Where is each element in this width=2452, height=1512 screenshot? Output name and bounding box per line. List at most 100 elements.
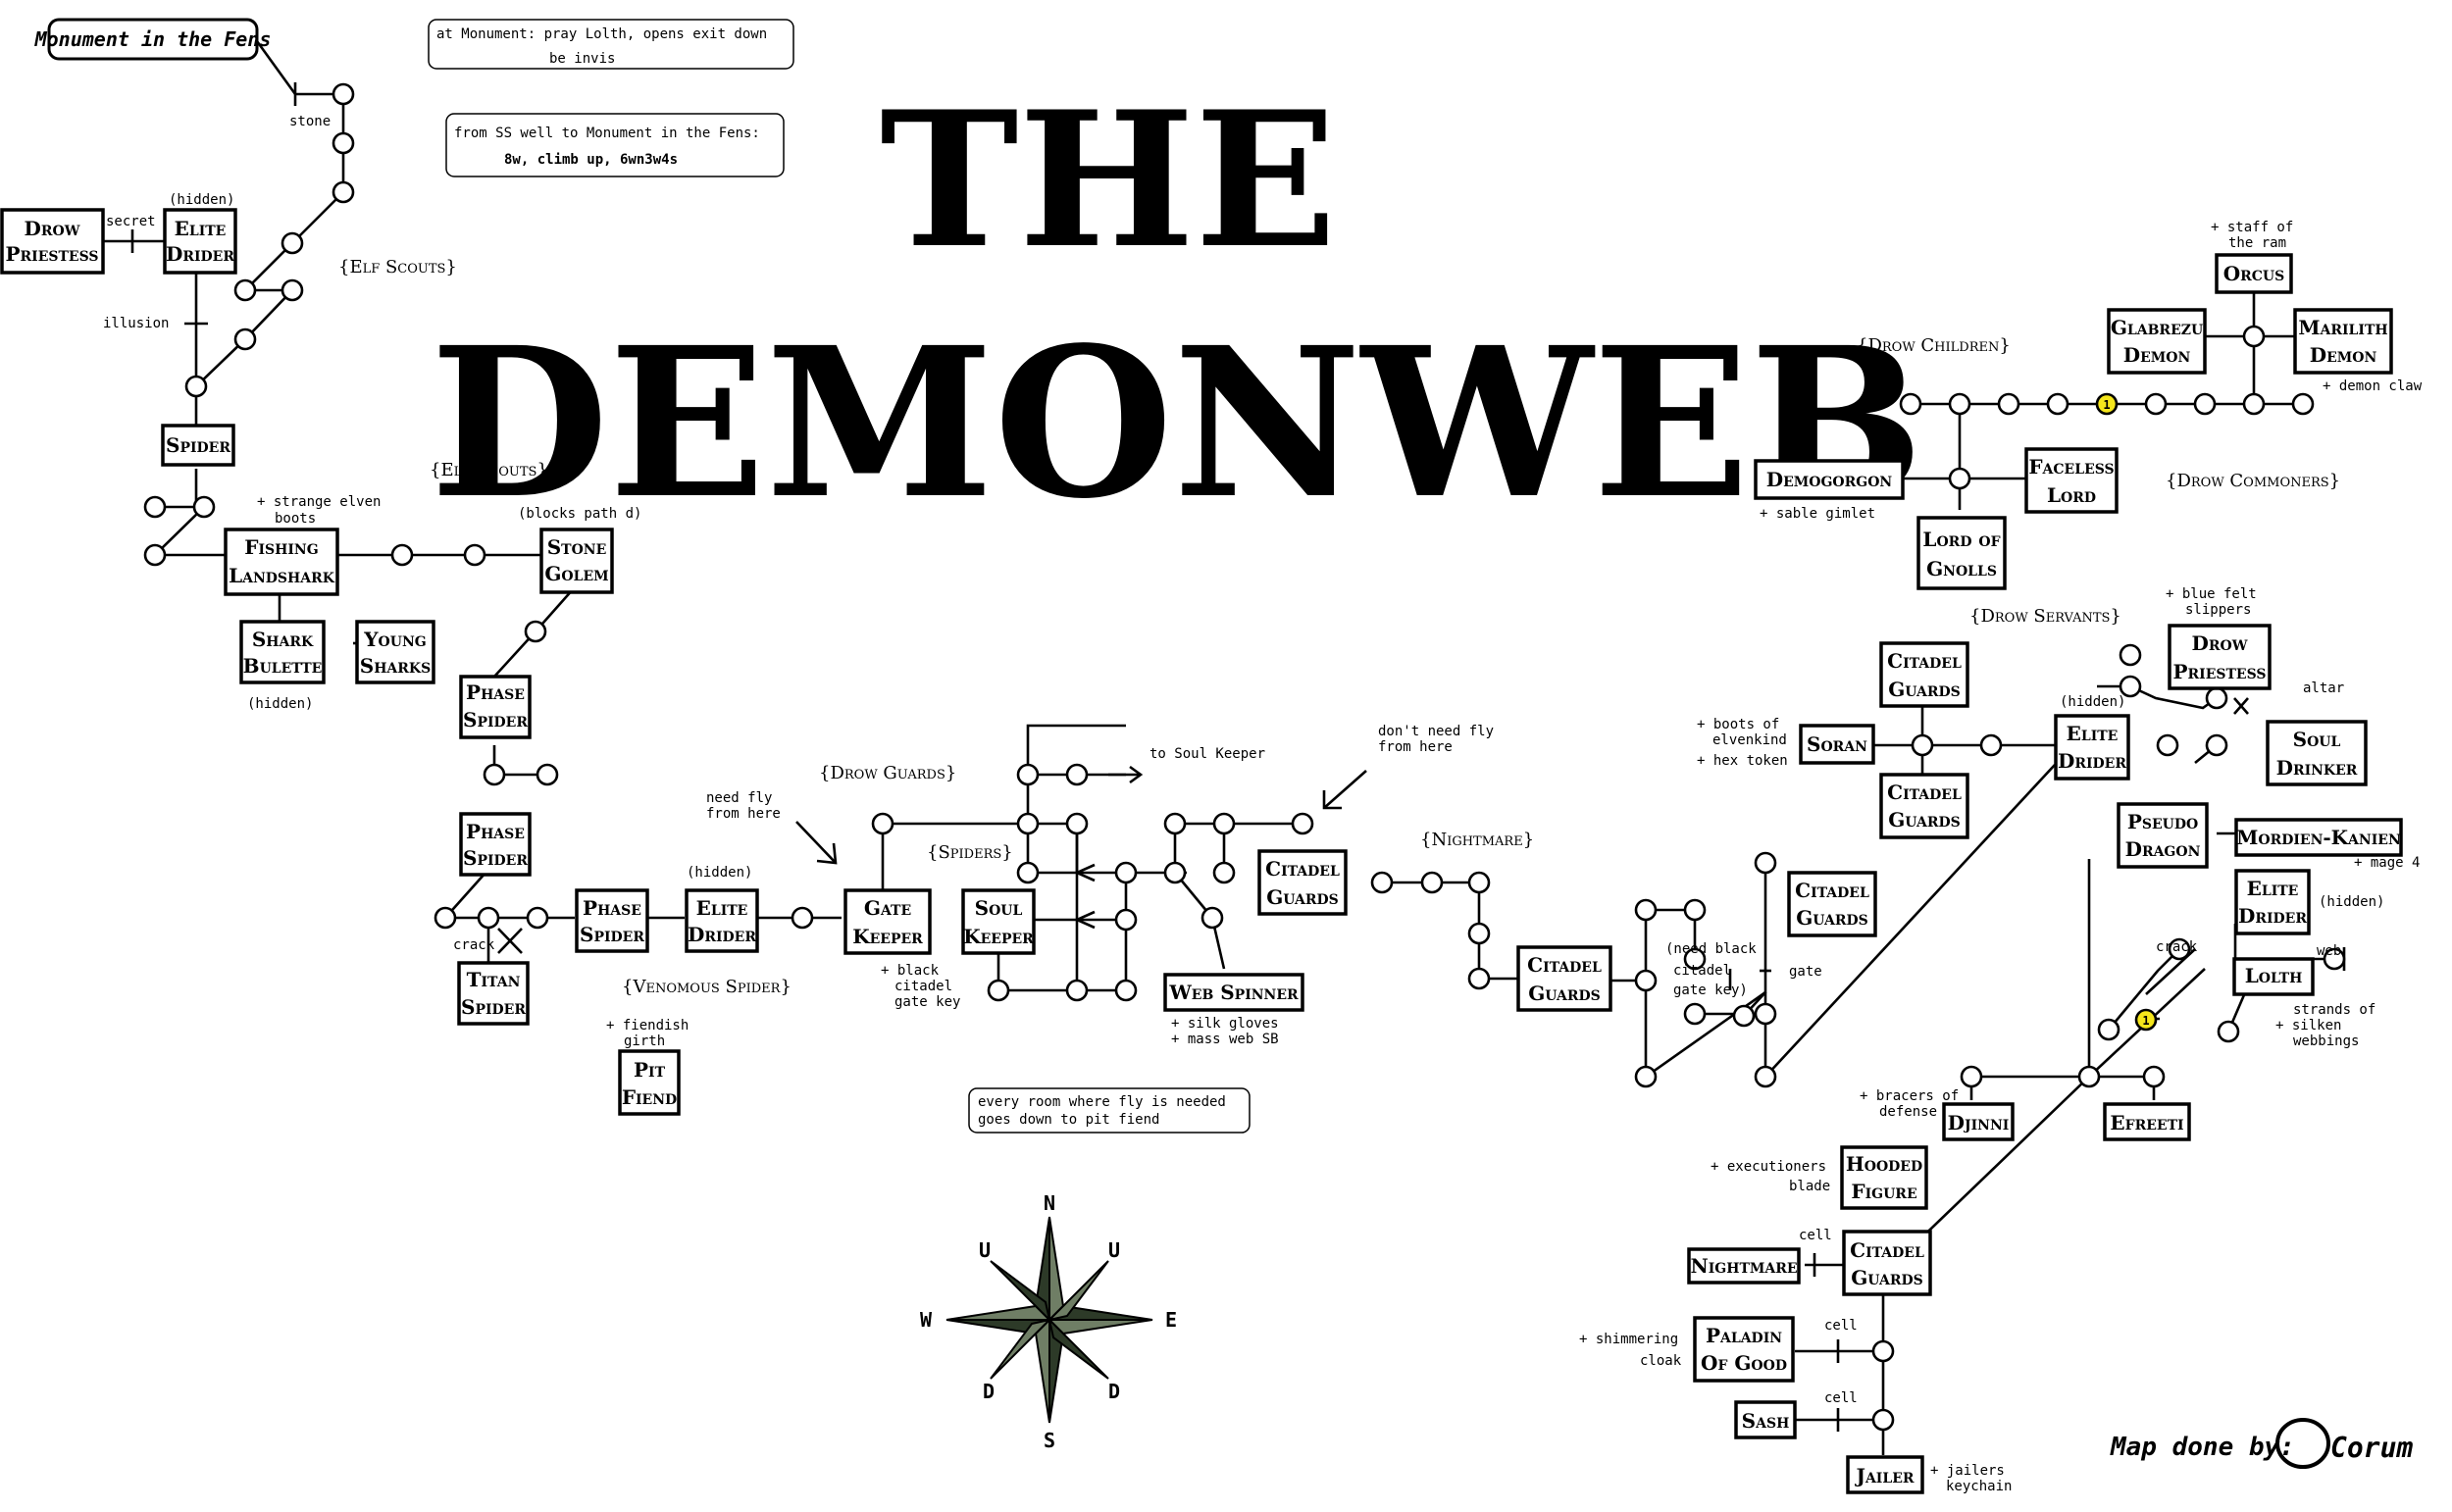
room-dot[interactable] xyxy=(1997,392,2020,416)
room-dot[interactable] xyxy=(2291,392,2315,416)
room-dot[interactable] xyxy=(1634,969,1658,992)
room-dot[interactable] xyxy=(332,131,355,155)
room-dot[interactable] xyxy=(1420,871,1444,894)
room-sash[interactable]: Sash xyxy=(1734,1400,1797,1439)
room-dot[interactable] xyxy=(2077,1065,2101,1088)
room-dot[interactable] xyxy=(1291,812,1314,835)
room-dot[interactable] xyxy=(2323,947,2346,971)
room-dot[interactable] xyxy=(2119,675,2142,698)
room-dot[interactable] xyxy=(143,543,167,567)
room-dot[interactable] xyxy=(1871,1339,1895,1363)
room-soran[interactable]: Soran xyxy=(1799,724,1875,765)
room-dot[interactable] xyxy=(1948,392,1971,416)
room-mordien-kanien[interactable]: Mordien-Kanien xyxy=(2234,818,2403,857)
room-dot[interactable] xyxy=(2168,937,2191,961)
room-dot[interactable] xyxy=(1754,851,1777,875)
room-dot[interactable] xyxy=(332,82,355,106)
room-djinni[interactable]: Djinni xyxy=(1942,1102,2015,1141)
room-dot[interactable] xyxy=(1683,1002,1707,1026)
room-dot[interactable] xyxy=(1467,967,1491,990)
room-dot[interactable] xyxy=(1754,1065,1777,1088)
room-dot[interactable] xyxy=(987,979,1010,1002)
room-dot[interactable] xyxy=(233,328,257,351)
room-dot[interactable] xyxy=(2242,325,2266,348)
room-dot[interactable] xyxy=(526,906,549,930)
room-dot[interactable] xyxy=(871,812,894,835)
room-dot[interactable] xyxy=(2217,1020,2240,1043)
room-dot[interactable] xyxy=(281,231,304,255)
room-dot[interactable] xyxy=(1960,1065,1983,1088)
room-dot[interactable] xyxy=(1114,908,1138,932)
room-dot[interactable] xyxy=(1634,898,1658,922)
room-dot[interactable] xyxy=(2119,643,2142,667)
room-dot[interactable] xyxy=(1200,906,1224,930)
room-dot[interactable] xyxy=(1065,979,1089,1002)
room-dot[interactable] xyxy=(1065,812,1089,835)
room-nightmare[interactable]: Nightmare xyxy=(1687,1247,1801,1285)
room-dot[interactable] xyxy=(1732,1004,1756,1028)
room-dot[interactable] xyxy=(2142,1065,2166,1088)
highlight-marker[interactable] xyxy=(2095,392,2119,416)
room-dot[interactable] xyxy=(791,906,814,930)
room-dot[interactable] xyxy=(332,180,355,204)
room-dot[interactable] xyxy=(1899,392,1922,416)
room-jailer[interactable]: Jailer xyxy=(1846,1455,1924,1494)
room-dot[interactable] xyxy=(1683,898,1707,922)
room-efreeti[interactable]: Efreeti xyxy=(2103,1102,2191,1141)
room-dot[interactable] xyxy=(1467,871,1491,894)
room-dot[interactable] xyxy=(477,906,500,930)
room-dot[interactable] xyxy=(143,495,167,519)
room-dot[interactable] xyxy=(1911,733,1934,757)
room-dot[interactable] xyxy=(1212,812,1236,835)
room-dot[interactable] xyxy=(434,906,457,930)
room-web-spinner[interactable]: Web Spinner xyxy=(1163,973,1304,1012)
room-dot[interactable] xyxy=(2046,392,2069,416)
room-dot[interactable] xyxy=(1634,1065,1658,1088)
room-orcus[interactable]: Orcus xyxy=(2215,253,2293,294)
room-dot[interactable] xyxy=(1754,1002,1777,1026)
room-lolth[interactable]: Lolth xyxy=(2232,957,2315,996)
room-spider[interactable]: Spider xyxy=(161,424,235,467)
room-dot[interactable] xyxy=(281,278,304,302)
room-dot[interactable] xyxy=(1948,467,1971,490)
room-dot[interactable] xyxy=(1370,871,1394,894)
room-dot[interactable] xyxy=(1163,812,1187,835)
room-dot[interactable] xyxy=(1683,947,1707,971)
room-dot[interactable] xyxy=(192,495,216,519)
room-dot[interactable] xyxy=(2205,686,2228,710)
room-dot[interactable] xyxy=(524,620,547,643)
room-dot[interactable] xyxy=(2156,733,2179,757)
room-dot[interactable] xyxy=(463,543,486,567)
highlight-marker[interactable] xyxy=(2134,1008,2158,1032)
room-dot[interactable] xyxy=(2144,392,2168,416)
start-label-monument[interactable]: Monument in the Fens xyxy=(34,18,272,61)
room-dot[interactable] xyxy=(184,375,208,398)
